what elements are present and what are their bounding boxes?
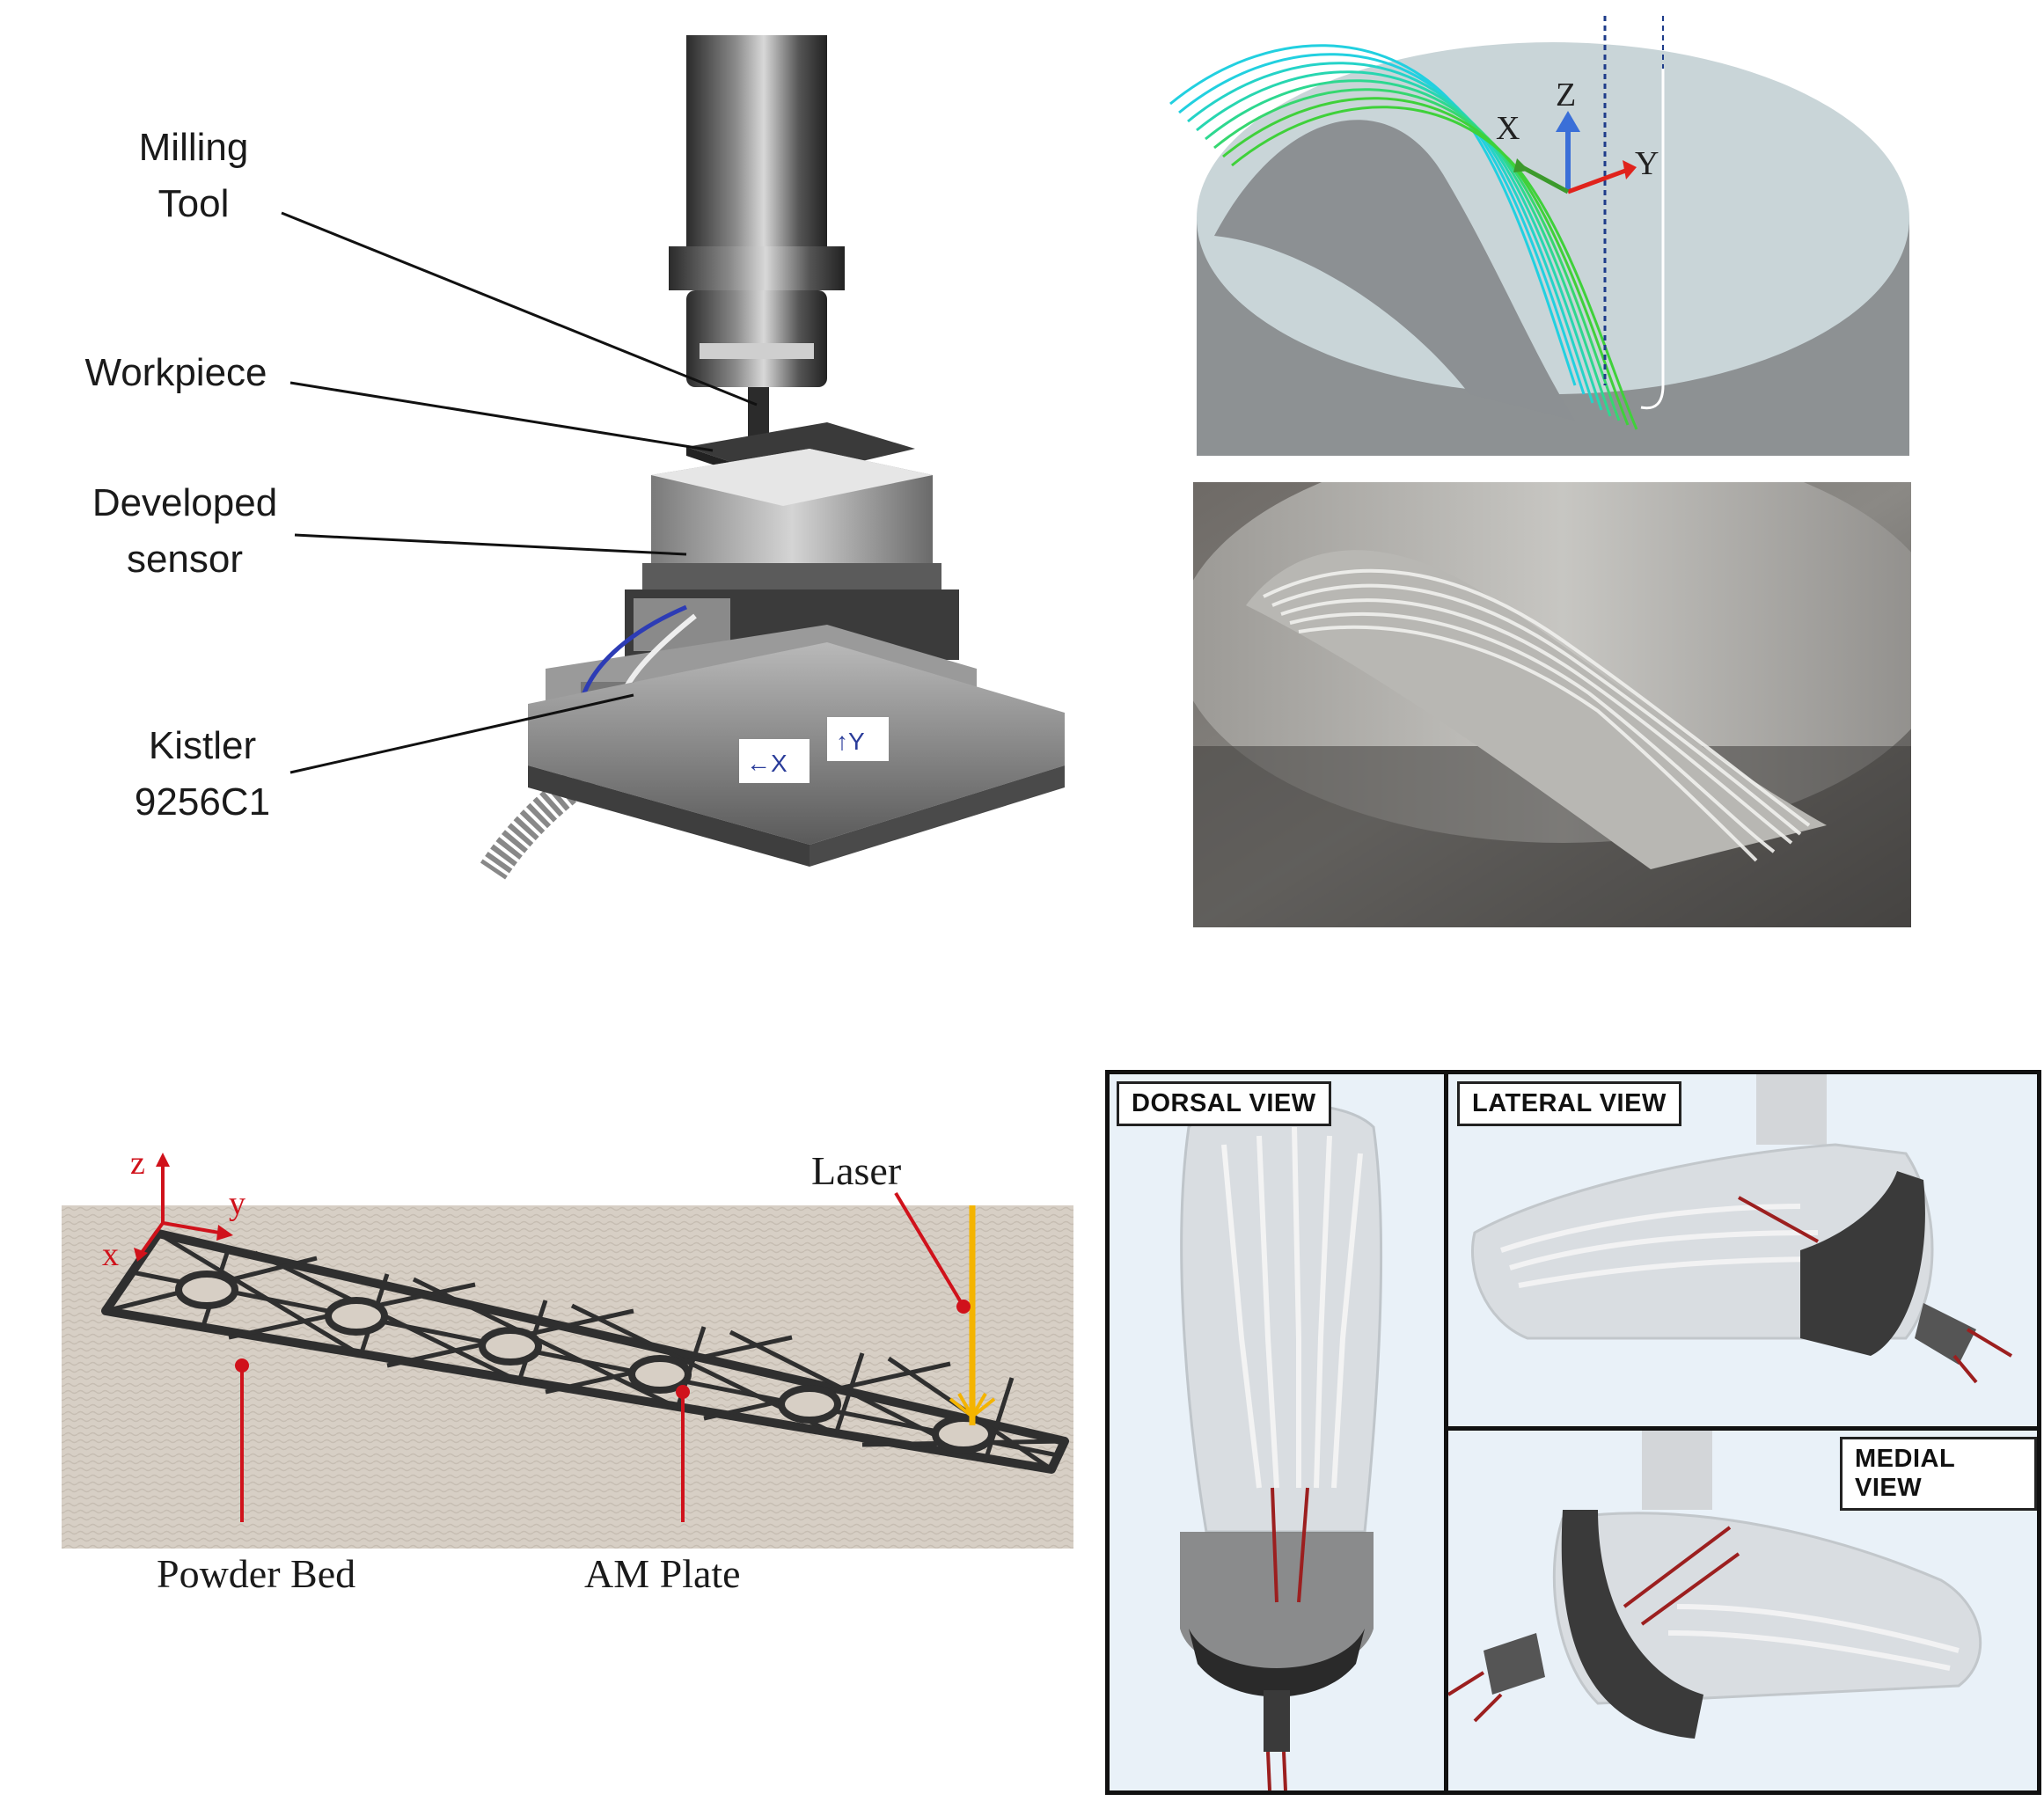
toolpath-render-panel: Z X Y	[1161, 16, 1909, 456]
spindle	[686, 35, 827, 246]
machined-part-photo	[1193, 482, 1911, 927]
y-axis-arrow	[1567, 167, 1629, 194]
dorsal-view-label: DORSAL VIEW	[1117, 1081, 1331, 1126]
svg-text:↑Y: ↑Y	[836, 728, 865, 755]
milling-setup-illustration: ←X ↑Y	[281, 35, 1065, 880]
foot-views-panel: DORSAL VIEW LATERAL VIEW MEDIAL VIEW	[1105, 1070, 2041, 1795]
leader-sensor	[294, 533, 687, 556]
lateral-heel-cup	[1800, 1171, 1925, 1356]
plate-holes	[175, 1270, 995, 1454]
toolpath-axis-x: X	[1496, 110, 1520, 147]
lateral-view-illustration	[1471, 1074, 2013, 1384]
leader-kistler	[289, 693, 634, 774]
machined-pocket	[1214, 120, 1575, 421]
lateral-view-label: LATERAL VIEW	[1457, 1081, 1681, 1126]
label-powder-bed: Powder Bed	[157, 1551, 356, 1596]
am-plate-panel: z y x Laser Powder Bed AM Plate	[53, 1135, 1109, 1628]
machined-part-panel	[1193, 482, 1911, 927]
label-am-plate: AM Plate	[584, 1551, 741, 1596]
am-axis-y: y	[229, 1185, 245, 1222]
medial-view-label: MEDIAL VIEW	[1840, 1437, 2037, 1511]
dorsal-heel-cup	[1180, 1532, 1374, 1675]
label-laser: Laser	[811, 1148, 902, 1193]
dorsal-guide	[1264, 1690, 1290, 1752]
lateral-guide	[1915, 1303, 1976, 1365]
divider-horizontal	[1448, 1426, 2038, 1431]
medial-guide	[1484, 1633, 1545, 1695]
spindle-collar	[669, 246, 845, 290]
svg-text:←X: ←X	[746, 750, 788, 777]
toolpath-illustration: Z X Y	[1169, 16, 1909, 456]
medial-view-illustration	[1448, 1431, 1982, 1739]
x-mark-tag	[739, 739, 810, 783]
leader-workpiece	[289, 381, 714, 452]
divider-vertical	[1444, 1074, 1448, 1790]
dorsal-view-illustration	[1180, 1102, 1383, 1790]
am-plate-illustration: z y x	[62, 1145, 1073, 1549]
am-axis-x: x	[102, 1236, 119, 1273]
x-axis-arrow	[1520, 165, 1570, 194]
toolpath-axis-z: Z	[1556, 77, 1576, 114]
medial-heel-cup	[1561, 1510, 1703, 1739]
y-mark-tag	[827, 717, 889, 761]
powder-bed	[62, 1205, 1073, 1549]
toolpath-axis-y: Y	[1635, 145, 1659, 182]
leader-milling-tool	[281, 211, 758, 406]
label-workpiece: Workpiece	[84, 351, 267, 394]
am-axis-z: z	[130, 1145, 145, 1182]
